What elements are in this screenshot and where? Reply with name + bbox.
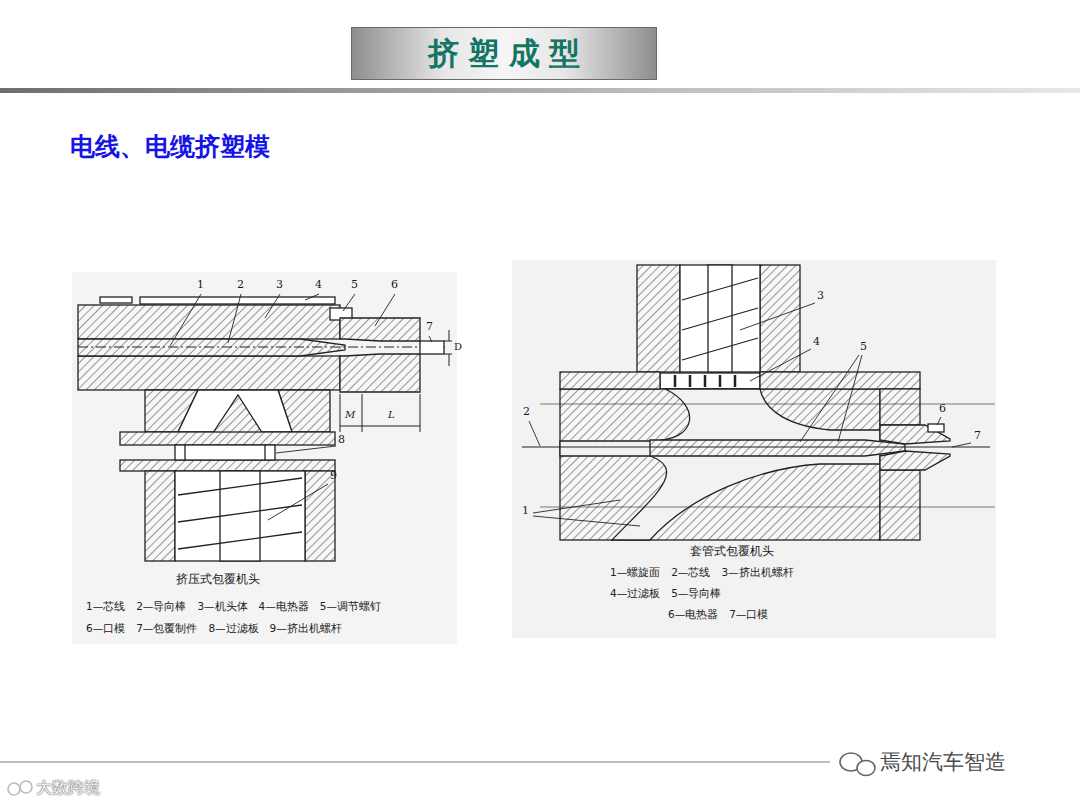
slide-title: 挤塑成型 bbox=[428, 33, 589, 75]
callout-number: 9 bbox=[330, 470, 337, 483]
callout-number: 5 bbox=[351, 279, 358, 292]
legend-line: 2—导向棒 bbox=[136, 600, 186, 612]
legend-line: 9—挤出机螺杆 bbox=[270, 622, 342, 634]
watermark: 焉知汽车智造 bbox=[880, 750, 1006, 774]
callout-number: 3 bbox=[276, 279, 283, 292]
legend-line: 4—电热器 bbox=[259, 600, 309, 612]
dimension-label: D bbox=[454, 341, 462, 353]
legend-line: 1—芯线 bbox=[86, 600, 125, 612]
legend-line: 5—导向棒 bbox=[671, 587, 721, 599]
callout-number: 2 bbox=[523, 406, 530, 419]
crosshead-drawing bbox=[72, 272, 457, 644]
legend-line: 1—螺旋面 bbox=[610, 566, 660, 578]
legend-line: 3—机头体 bbox=[197, 600, 247, 612]
callout-number: 4 bbox=[813, 336, 820, 349]
figure-caption: 套管式包覆机头 bbox=[690, 545, 774, 559]
callout-number: 6 bbox=[939, 403, 946, 416]
callout-number: 4 bbox=[315, 279, 322, 292]
callout-number: 2 bbox=[237, 279, 244, 292]
callout-number: 1 bbox=[197, 279, 204, 292]
callout-number: 6 bbox=[391, 279, 398, 292]
callout-number: 3 bbox=[817, 290, 824, 303]
callout-number: 7 bbox=[974, 430, 981, 443]
dimension-label: M bbox=[345, 409, 355, 421]
legend-line: 2—芯线 bbox=[671, 566, 710, 578]
watermark: 大数跨境 bbox=[36, 779, 100, 797]
legend-line: 6—口模 bbox=[86, 622, 125, 634]
legend-line: 5—调节螺钉 bbox=[320, 600, 381, 612]
legend-line: 8—过滤板 bbox=[208, 622, 258, 634]
callout-number: 7 bbox=[426, 321, 433, 334]
dimension-label: L bbox=[388, 409, 395, 421]
title-band: 挤塑成型 bbox=[351, 27, 657, 80]
legend-line: 6—电热器 bbox=[668, 608, 718, 620]
sleeve-head-drawing bbox=[512, 260, 996, 638]
legend-line: 4—过滤板 bbox=[610, 587, 660, 599]
slide-subtitle: 电线、电缆挤塑模 bbox=[70, 133, 270, 162]
callout-number: 5 bbox=[860, 341, 867, 354]
legend-line: 7—口模 bbox=[729, 608, 768, 620]
legend-line: 3—挤出机螺杆 bbox=[721, 566, 793, 578]
figure-caption: 挤压式包覆机头 bbox=[176, 573, 260, 587]
callout-number: 1 bbox=[522, 505, 529, 518]
rule-line bbox=[0, 761, 830, 763]
callout-number: 8 bbox=[338, 434, 345, 447]
legend-line: 7—包覆制件 bbox=[136, 622, 197, 634]
rule-line bbox=[0, 88, 1080, 93]
watermark-icon bbox=[8, 753, 875, 795]
